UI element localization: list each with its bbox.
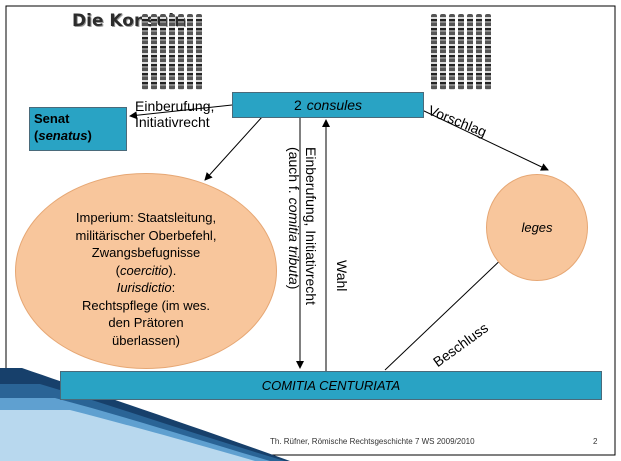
fasces-icon-right — [431, 14, 491, 90]
auch-f-text: (auch f. — [286, 147, 302, 198]
slide-title: Die Konsuln — [72, 11, 187, 31]
page-number: 2 — [593, 437, 598, 446]
consules-number: 2 — [293, 97, 302, 113]
fasces-icon-left — [142, 14, 202, 90]
einberufung-comitia-text: Einberufung, Initiativrecht — [303, 147, 319, 305]
einberufung-text: Einberufung, — [135, 98, 215, 114]
iurisdictio-latin: Iurisdictio — [116, 280, 172, 295]
arrow-to-senat — [129, 104, 233, 120]
coercitio-latin: coercitio — [119, 262, 169, 278]
comitia-centuriata-box: COMITIA CENTURIATA — [60, 371, 602, 400]
slide-frame — [5, 5, 616, 456]
consules-box: 2 consules — [232, 92, 424, 118]
comitia-label: COMITIA CENTURIATA — [261, 378, 401, 393]
imperium-line: (coercitio). — [115, 262, 177, 278]
arrow-beschluss — [384, 252, 509, 371]
initiativrecht-text: Initiativrecht — [135, 114, 210, 130]
consules-word: consules — [306, 97, 363, 113]
imperium-line: den Prätoren — [108, 315, 184, 330]
corner-swoosh-pale — [0, 410, 255, 461]
imperium-line: militärischer Oberbefehl, — [75, 227, 217, 243]
imperium-line: Zwangsbefugnisse — [91, 245, 201, 260]
imperium-line: Iurisdictio: — [116, 280, 176, 295]
closing-paren: ) — [286, 284, 302, 290]
imperium-circle — [15, 173, 277, 369]
footer-text: Th. Rüfner, Römische Rechtsgeschichte 7 … — [270, 437, 475, 446]
imperium-line: Rechtspflege (im wes. — [82, 297, 210, 313]
arrow-to-leges — [421, 109, 549, 171]
edge-label-einberufung-comitia: Einberufung, Initiativrecht — [303, 147, 319, 305]
comitia-tributa-latin: comitia tributa — [286, 197, 302, 285]
edge-label-comitia-tributa: (auch f. comitia tributa) — [286, 147, 302, 289]
senatus-label: (senatus) — [34, 128, 92, 143]
senat-box: Senat (senatus) — [29, 107, 127, 151]
imperium-line: überlassen) — [112, 332, 180, 348]
senat-label: Senat — [34, 111, 70, 126]
imperium-line: Imperium: Staatsleitung, — [75, 210, 217, 225]
edge-label-einberufung-senat: Einberufung, Initiativrecht — [135, 98, 214, 130]
imperium-text: Imperium: Staatsleitung, militärischer O… — [30, 209, 262, 349]
leges-circle: leges — [486, 174, 588, 281]
arrow-to-imperium — [204, 116, 263, 181]
leges-label: leges — [521, 220, 553, 235]
edge-label-wahl: Wahl — [334, 260, 350, 292]
senatus-latin: senatus — [38, 128, 88, 143]
